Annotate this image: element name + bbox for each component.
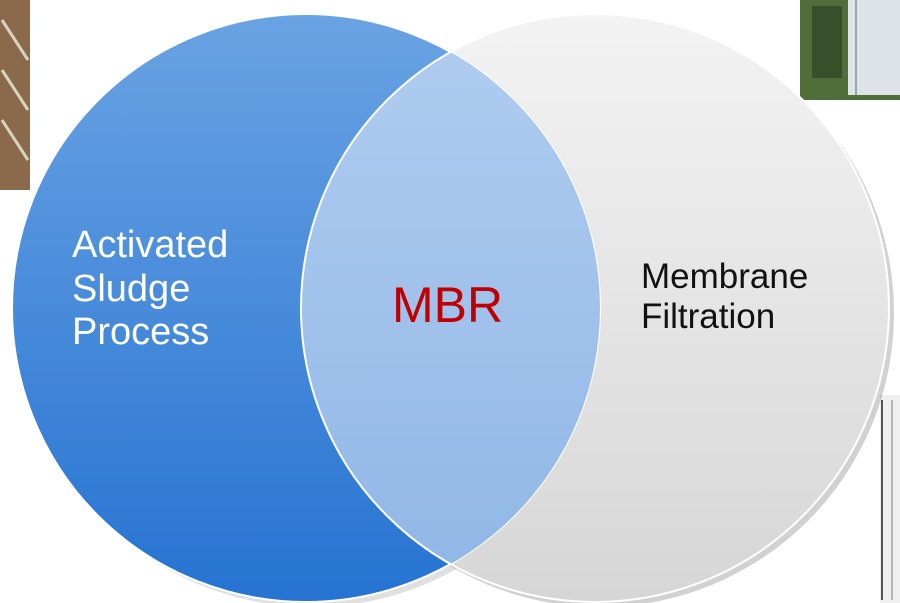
left-label-line-3: Process [72,311,210,354]
background-photo-right-edge [880,395,900,603]
background-photo-top-right [800,0,900,100]
left-label-line-2: Sludge [72,267,191,310]
overlap-outline [300,14,600,602]
mbr-label-text: MBR [392,277,504,333]
right-label-line-1: Membrane [641,257,809,296]
background-photo-top-left [0,0,30,190]
membrane-filtration-label: Membrane Filtration [641,257,808,338]
mbr-overlap-region [301,14,600,602]
activated-sludge-label: Activated Sludge Process [72,224,228,355]
right-label-line-2: Filtration [641,297,776,337]
left-label-line-1: Activated [72,224,229,266]
mbr-label: MBR [392,277,503,335]
